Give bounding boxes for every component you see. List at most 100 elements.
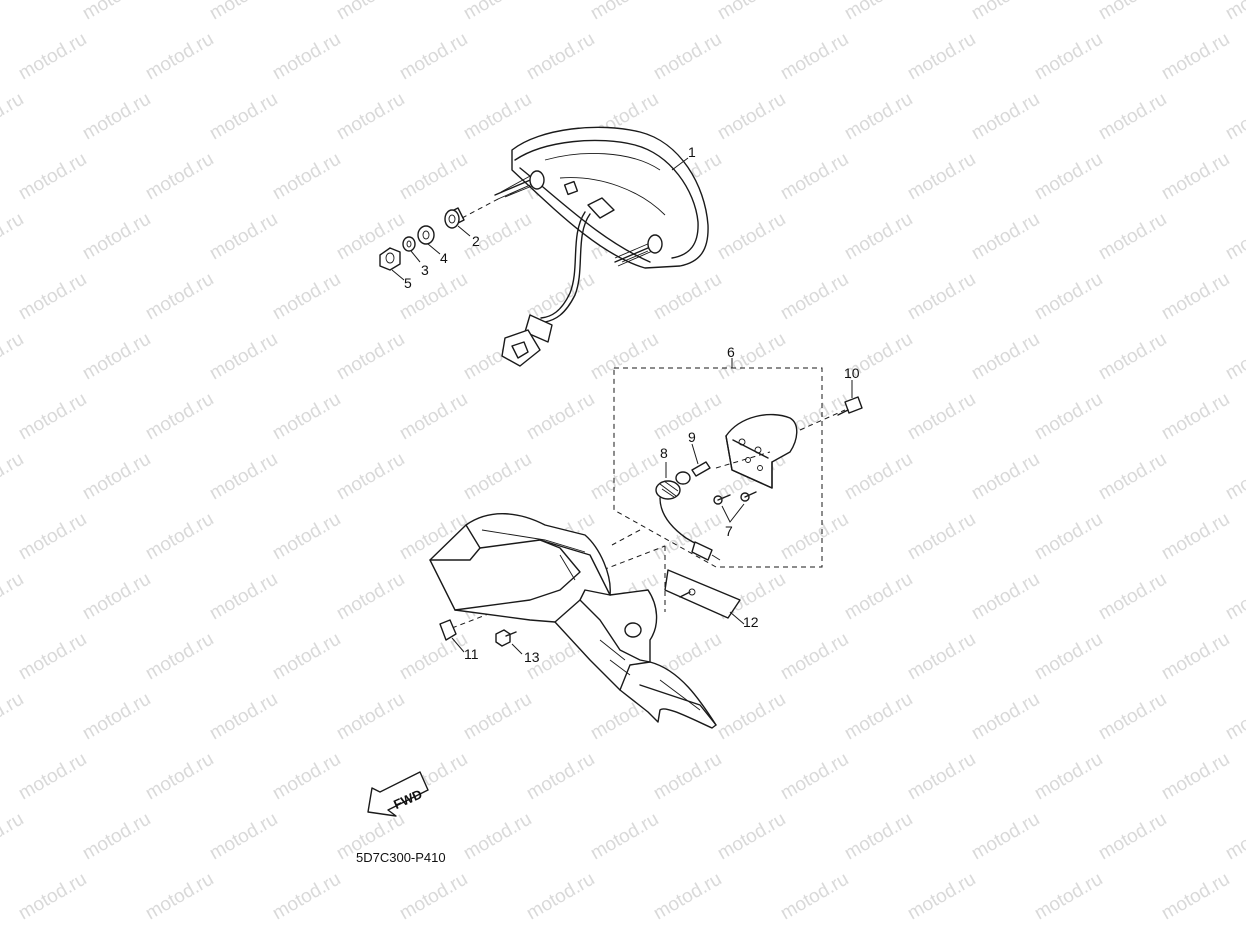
watermark-text: motod.ru (1222, 329, 1246, 385)
watermark-text: motod.ru (968, 689, 1043, 745)
watermark-text: motod.ru (142, 509, 217, 565)
watermark-text: motod.ru (0, 329, 27, 385)
watermark-text: motod.ru (1158, 509, 1233, 565)
watermark-text: motod.ru (650, 29, 725, 85)
watermark-text: motod.ru (1222, 449, 1246, 505)
callout-13: 13 (524, 649, 540, 665)
watermark-text: motod.ru (841, 449, 916, 505)
watermark-text: motod.ru (142, 389, 217, 445)
watermark-text: motod.ru (841, 0, 916, 24)
watermark-text: motod.ru (206, 809, 281, 865)
watermark-text: motod.ru (904, 869, 979, 925)
watermark-text: motod.ru (587, 0, 662, 24)
watermark-text: motod.ru (15, 629, 90, 685)
callout-7: 7 (725, 523, 733, 539)
fastener-stack (379, 207, 465, 271)
watermark-text: motod.ru (714, 809, 789, 865)
watermark-text: motod.ru (79, 689, 154, 745)
callout-3: 3 (421, 262, 429, 278)
watermark-text: motod.ru (206, 89, 281, 145)
watermark-text: motod.ru (460, 0, 535, 24)
watermark-text: motod.ru (968, 329, 1043, 385)
watermark-text: motod.ru (269, 629, 344, 685)
watermark-text: motod.ru (1095, 89, 1170, 145)
watermark-text: motod.ru (142, 869, 217, 925)
watermark-text: motod.ru (0, 569, 27, 625)
watermark-text: motod.ru (1222, 89, 1246, 145)
watermark-text: motod.ru (714, 689, 789, 745)
watermark-text: motod.ru (968, 449, 1043, 505)
watermark-text: motod.ru (333, 569, 408, 625)
watermark-text: motod.ru (142, 29, 217, 85)
watermark-text: motod.ru (1222, 689, 1246, 745)
watermark-text: motod.ru (968, 809, 1043, 865)
watermark-text: motod.ru (1158, 149, 1233, 205)
watermark-text: motod.ru (1158, 749, 1233, 805)
watermark-text: motod.ru (1031, 869, 1106, 925)
watermark-text: motod.ru (1031, 509, 1106, 565)
callout-9: 9 (688, 429, 696, 445)
watermark-text: motod.ru (0, 0, 27, 24)
watermark-text: motod.ru (15, 149, 90, 205)
watermark-text: motod.ru (15, 869, 90, 925)
watermark-text: motod.ru (841, 809, 916, 865)
watermark-text: motod.ru (1158, 389, 1233, 445)
watermark-text: motod.ru (904, 269, 979, 325)
watermark-text: motod.ru (15, 749, 90, 805)
watermark-text: motod.ru (1158, 269, 1233, 325)
watermark-text: motod.ru (269, 269, 344, 325)
nut-13 (495, 629, 517, 647)
watermark-text: motod.ru (15, 389, 90, 445)
callout-4: 4 (440, 250, 448, 266)
watermark-text: motod.ru (587, 449, 662, 505)
watermark-text: motod.ru (15, 509, 90, 565)
watermark-text: motod.ru (1031, 389, 1106, 445)
watermark-text: motod.ru (460, 449, 535, 505)
watermark-text: motod.ru (1158, 869, 1233, 925)
watermark-text: motod.ru (714, 0, 789, 24)
watermark-text: motod.ru (523, 389, 598, 445)
watermark-text: motod.ru (523, 869, 598, 925)
watermark-text: motod.ru (1222, 0, 1246, 24)
watermark-text: motod.ru (841, 569, 916, 625)
watermark-text: motod.ru (142, 749, 217, 805)
watermark-text: motod.ru (142, 629, 217, 685)
watermark-text: motod.ru (714, 329, 789, 385)
callout-1: 1 (688, 144, 696, 160)
screws-7 (713, 491, 757, 505)
watermark-text: motod.ru (396, 29, 471, 85)
watermark-text: motod.ru (269, 389, 344, 445)
watermark-text: motod.ru (460, 689, 535, 745)
watermark-text: motod.ru (79, 209, 154, 265)
watermark-text: motod.ru (1158, 629, 1233, 685)
watermark-text: motod.ru (0, 809, 27, 865)
watermark-text: motod.ru (777, 629, 852, 685)
watermark-text: motod.ru (396, 389, 471, 445)
watermark-text: motod.ru (1095, 809, 1170, 865)
watermark-text: motod.ru (841, 689, 916, 745)
watermark-text: motod.ru (523, 269, 598, 325)
callout-2: 2 (472, 233, 480, 249)
watermark-text: motod.ru (841, 89, 916, 145)
watermark-text: motod.ru (15, 269, 90, 325)
callout-10: 10 (844, 365, 860, 381)
watermark-text: motod.ru (206, 689, 281, 745)
watermark-text: motod.ru (968, 209, 1043, 265)
watermark-text: motod.ru (269, 149, 344, 205)
callout-5: 5 (404, 275, 412, 291)
diagram-code: 5D7C300-P410 (356, 850, 446, 865)
watermark-text: motod.ru (904, 29, 979, 85)
watermark-text: motod.ru (1095, 209, 1170, 265)
watermark-text: motod.ru (1222, 809, 1246, 865)
watermark-text: motod.ru (1031, 629, 1106, 685)
watermark-text: motod.ru (1095, 569, 1170, 625)
watermark-text: motod.ru (1095, 449, 1170, 505)
watermark-text: motod.ru (904, 749, 979, 805)
watermark-text: motod.ru (460, 809, 535, 865)
watermark-text: motod.ru (523, 29, 598, 85)
watermark-text: motod.ru (396, 629, 471, 685)
watermark-text: motod.ru (968, 89, 1043, 145)
bulb-socket (655, 461, 721, 561)
plate-bracket (664, 569, 741, 619)
